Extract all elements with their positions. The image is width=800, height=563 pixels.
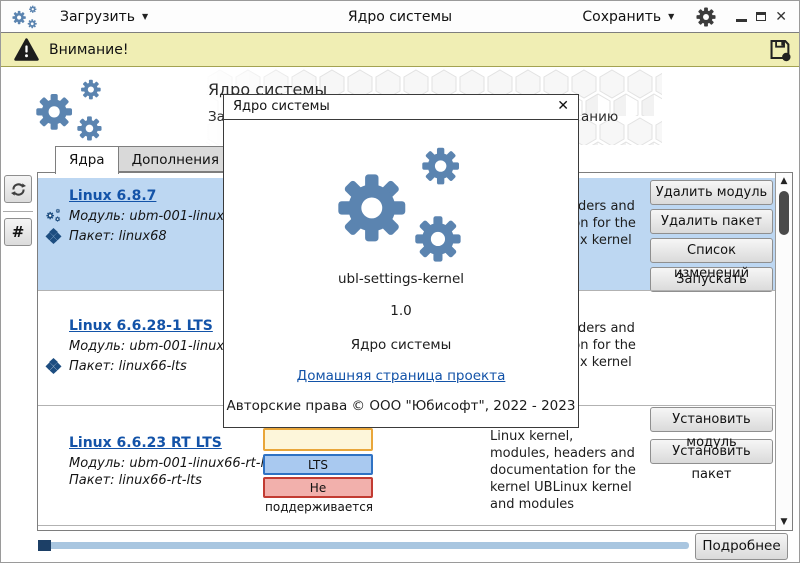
save-file-icon[interactable] <box>767 37 792 62</box>
tab-kernels[interactable]: Ядра <box>55 146 119 174</box>
caret-down-icon: ▼ <box>142 11 149 21</box>
vertical-scrollbar[interactable]: ▲ ▼ <box>775 173 792 530</box>
settings-gear-icon[interactable] <box>696 6 716 27</box>
about-dialog-title: Ядро системы <box>233 99 330 114</box>
install-package-button[interactable]: Установить пакет <box>650 439 773 482</box>
load-menu-label: Загрузить <box>60 8 136 25</box>
kernel-module-line: Модуль: ubm-001-linux66-rt-lts <box>69 456 276 471</box>
warning-bar: Внимание! <box>1 33 799 67</box>
refresh-icon <box>10 182 26 196</box>
about-copyright: Авторские права © ООО "Юбисофт", 2022 - … <box>226 398 576 414</box>
load-menu-button[interactable]: Загрузить ▼ <box>60 9 148 25</box>
warning-triangle-icon <box>14 38 39 61</box>
caret-down-icon: ▼ <box>668 11 675 21</box>
minimize-button[interactable] <box>736 19 748 22</box>
warning-text: Внимание! <box>49 41 129 58</box>
kernel-module-line: Модуль: ubm-001-linux66-lts <box>69 339 261 354</box>
scrollbar-thumb[interactable] <box>779 191 789 235</box>
remove-package-button[interactable]: Удалить пакет <box>650 209 773 234</box>
app-logo-icon <box>10 3 40 30</box>
details-button[interactable]: Подробнее <box>695 533 788 560</box>
project-homepage-link[interactable]: Домашняя страница проекта <box>296 368 506 384</box>
kernel-module-line: Модуль: ubm-001-linux68 <box>69 209 241 224</box>
scroll-up-icon[interactable]: ▲ <box>780 176 788 186</box>
module-icon <box>45 207 62 223</box>
maximize-button[interactable] <box>756 12 767 21</box>
tab-bar: Ядра Дополнения <box>55 146 233 174</box>
save-menu-label: Сохранить <box>582 8 662 25</box>
kernel-package-line: Пакет: linux66-rt-lts <box>69 473 202 488</box>
run-button[interactable]: Запускать <box>650 267 773 292</box>
dialog-close-icon[interactable]: ✕ <box>557 98 569 114</box>
install-module-button[interactable]: Установить модуль <box>650 407 773 450</box>
package-icon <box>45 358 62 374</box>
about-gears-icon <box>309 135 494 270</box>
page-subtitle-tail: анию <box>581 109 619 125</box>
progress-bar <box>38 542 689 549</box>
about-dialog: Ядро системы ✕ ubl-settings-kernel 1.0 Я… <box>223 94 579 428</box>
kernel-package-line: Пакет: linux66-lts <box>69 359 187 374</box>
tab-addons[interactable]: Дополнения <box>117 146 233 172</box>
titlebar: Загрузить ▼ Ядро системы Сохранить ▼ ✕ <box>1 1 799 33</box>
close-button[interactable]: ✕ <box>775 8 787 25</box>
remove-module-button[interactable]: Удалить модуль <box>650 180 773 205</box>
status-badge-lts: LTS <box>263 454 373 475</box>
window-controls: ✕ <box>736 10 787 24</box>
status-badge-extra <box>263 428 373 451</box>
refresh-button[interactable] <box>4 175 32 203</box>
titlebar-right: Сохранить ▼ ✕ <box>582 6 799 27</box>
kernel-title-link[interactable]: Linux 6.6.28-1 LTS <box>69 318 213 334</box>
kernel-package-line: Пакет: linux68 <box>69 229 167 244</box>
kernel-row-linux-6-6-23[interactable]: Linux 6.6.23 RT LTS Модуль: ubm-001-linu… <box>38 406 775 524</box>
about-description: Ядро системы <box>350 337 452 353</box>
kernel-title-link[interactable]: Linux 6.6.23 RT LTS <box>69 435 222 451</box>
about-app-name: ubl-settings-kernel <box>337 271 465 287</box>
changelog-button[interactable]: Список изменений <box>650 238 773 281</box>
progress-thumb <box>38 540 51 551</box>
about-version: 1.0 <box>390 303 412 319</box>
list-bottom-divider <box>38 525 775 526</box>
kernel-description: Linux kernel, modules, headers and docum… <box>490 429 636 512</box>
kernel-actions: Установить модуль Установить пакет <box>650 407 773 482</box>
package-icon <box>45 228 62 244</box>
kernel-actions: Удалить модуль Удалить пакет Список изме… <box>650 180 773 296</box>
kernel-gears-icon <box>25 73 115 145</box>
hash-button[interactable]: # <box>4 218 32 246</box>
about-dialog-titlebar: Ядро системы ✕ <box>224 95 578 120</box>
save-menu-button[interactable]: Сохранить ▼ <box>582 9 674 25</box>
side-separator <box>3 211 33 212</box>
kernel-title-link[interactable]: Linux 6.8.7 <box>69 188 157 204</box>
status-badge-unsupported: Не поддерживается <box>263 477 373 514</box>
scroll-down-icon[interactable]: ▼ <box>780 517 788 527</box>
